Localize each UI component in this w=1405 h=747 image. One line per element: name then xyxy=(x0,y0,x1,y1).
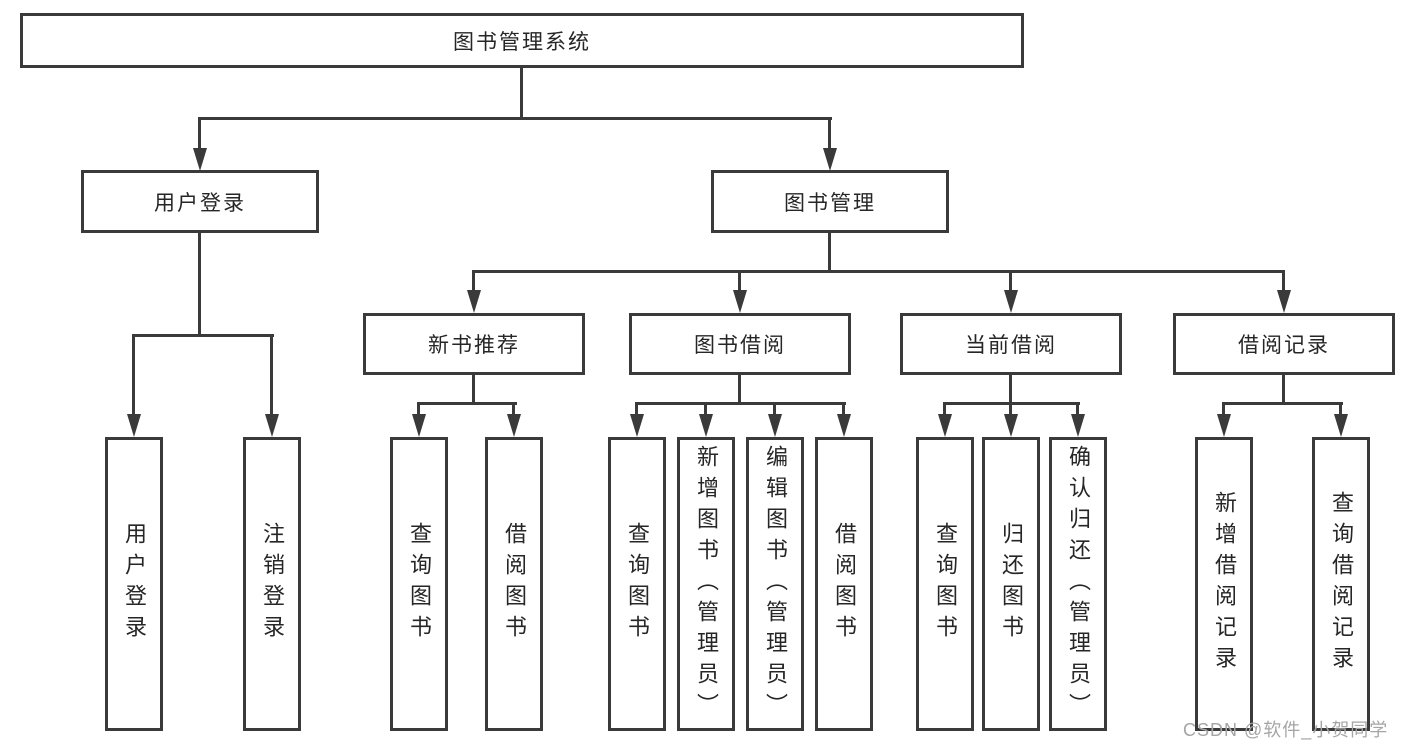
connector-stub-book-management xyxy=(828,117,831,150)
arrowhead-leaf xyxy=(630,414,644,437)
node-label: 图书管理 xyxy=(784,191,876,215)
node-label: 用户登录 xyxy=(122,522,147,646)
connector-stub xyxy=(1009,402,1012,415)
node-label: 新增图书（管理员） xyxy=(694,444,719,724)
connector-stub xyxy=(773,402,776,415)
connector-user-login-trunk xyxy=(198,233,201,337)
node-label: 当前借阅 xyxy=(965,334,1057,357)
connector-stub-user-login xyxy=(198,117,201,150)
node-label: 图书借阅 xyxy=(694,334,786,357)
arrowhead-recommendation xyxy=(467,290,481,313)
node-library-management-system: 图书管理系统 xyxy=(20,13,1024,68)
arrowhead-leaf xyxy=(938,414,952,437)
leaf-borrow-books-borrowing: 借阅图书 xyxy=(815,437,873,731)
csdn-watermark: CSDN @软件_小贺同学 xyxy=(1183,720,1389,740)
arrowhead-leaf xyxy=(837,414,851,437)
node-label: 查询图书 xyxy=(625,522,650,646)
connector-user-login-split xyxy=(132,334,274,337)
arrowhead-leaf xyxy=(507,414,521,437)
arrowhead-records xyxy=(1277,290,1291,313)
connector-stub xyxy=(417,402,420,415)
node-new-book-recommendation: 新书推荐 xyxy=(363,313,585,375)
arrowhead-leaf xyxy=(1334,414,1348,437)
node-label: 查询借阅记录 xyxy=(1329,491,1354,677)
leaf-confirm-return-admin: 确认归还（管理员） xyxy=(1049,437,1107,731)
node-label: 查询图书 xyxy=(933,522,958,646)
arrowhead-leaf xyxy=(1217,414,1231,437)
node-label: 确认归还（管理员） xyxy=(1066,444,1091,724)
connector-stub xyxy=(1339,402,1342,415)
leaf-query-borrow-record: 查询借阅记录 xyxy=(1312,437,1370,731)
node-label: 借阅图书 xyxy=(832,522,857,646)
connector-stub-borrowing xyxy=(738,270,741,292)
connector-recommendation-split xyxy=(417,402,517,405)
connector-stub-current xyxy=(1009,270,1012,292)
connector-stub xyxy=(842,402,845,415)
connector-stub-records xyxy=(1282,270,1285,292)
leaf-user-login: 用户登录 xyxy=(105,437,163,731)
arrowhead-leaf xyxy=(699,414,713,437)
leaf-borrow-books-recommendation: 借阅图书 xyxy=(485,437,543,731)
connector-current-trunk xyxy=(1009,375,1012,405)
arrowhead-leaf xyxy=(412,414,426,437)
node-book-management: 图书管理 xyxy=(711,170,949,233)
node-label: 编辑图书（管理员） xyxy=(763,444,788,724)
node-label: 借阅记录 xyxy=(1238,334,1330,357)
connector-stub-leaf-user-login xyxy=(132,334,135,415)
node-label: 注销登录 xyxy=(260,522,285,646)
connector-stub xyxy=(943,402,946,415)
node-label: 借阅图书 xyxy=(502,522,527,646)
leaf-return-book: 归还图书 xyxy=(982,437,1040,731)
node-label: 归还图书 xyxy=(999,522,1024,646)
connector-recommendation-trunk xyxy=(472,375,475,405)
arrowhead-book-management xyxy=(823,148,837,171)
leaf-logout: 注销登录 xyxy=(243,437,301,731)
arrowhead-leaf xyxy=(768,414,782,437)
arrowhead-current xyxy=(1004,290,1018,313)
arrowhead-leaf xyxy=(1071,414,1085,437)
arrowhead-leaf-user-login xyxy=(127,414,141,437)
node-label: 新增借阅记录 xyxy=(1212,491,1237,677)
leaf-add-borrow-record: 新增借阅记录 xyxy=(1195,437,1253,731)
connector-stub xyxy=(512,402,515,415)
node-book-borrowing: 图书借阅 xyxy=(629,313,851,375)
arrowhead-leaf xyxy=(1004,414,1018,437)
connector-book-management-split xyxy=(472,270,1284,273)
connector-records-trunk xyxy=(1282,375,1285,405)
connector-stub-leaf-logout xyxy=(270,334,273,415)
connector-stub xyxy=(635,402,638,415)
connector-root-split xyxy=(198,117,832,120)
node-borrowing-records: 借阅记录 xyxy=(1173,313,1395,375)
connector-stub xyxy=(1222,402,1225,415)
leaf-add-book-admin: 新增图书（管理员） xyxy=(677,437,735,731)
connector-borrowing-split xyxy=(635,402,846,405)
node-label: 图书管理系统 xyxy=(453,30,591,54)
arrowhead-borrowing xyxy=(733,290,747,313)
node-user-login: 用户登录 xyxy=(81,170,319,233)
connector-stub xyxy=(704,402,707,415)
node-label: 查询图书 xyxy=(407,522,432,646)
node-label: 用户登录 xyxy=(154,191,246,215)
connector-root-trunk xyxy=(520,68,523,120)
node-label: 新书推荐 xyxy=(428,334,520,357)
connector-records-split xyxy=(1222,402,1343,405)
arrowhead-leaf-logout xyxy=(265,414,279,437)
leaf-query-books-recommendation: 查询图书 xyxy=(390,437,448,731)
arrowhead-user-login xyxy=(193,148,207,171)
leaf-edit-book-admin: 编辑图书（管理员） xyxy=(746,437,804,731)
leaf-query-books-borrowing: 查询图书 xyxy=(608,437,666,731)
connector-stub xyxy=(1076,402,1079,415)
leaf-query-books-current: 查询图书 xyxy=(916,437,974,731)
node-current-borrowing: 当前借阅 xyxy=(900,313,1122,375)
connector-stub-recommendation xyxy=(472,270,475,292)
connector-book-management-trunk xyxy=(828,233,831,273)
connector-borrowing-trunk xyxy=(738,375,741,405)
